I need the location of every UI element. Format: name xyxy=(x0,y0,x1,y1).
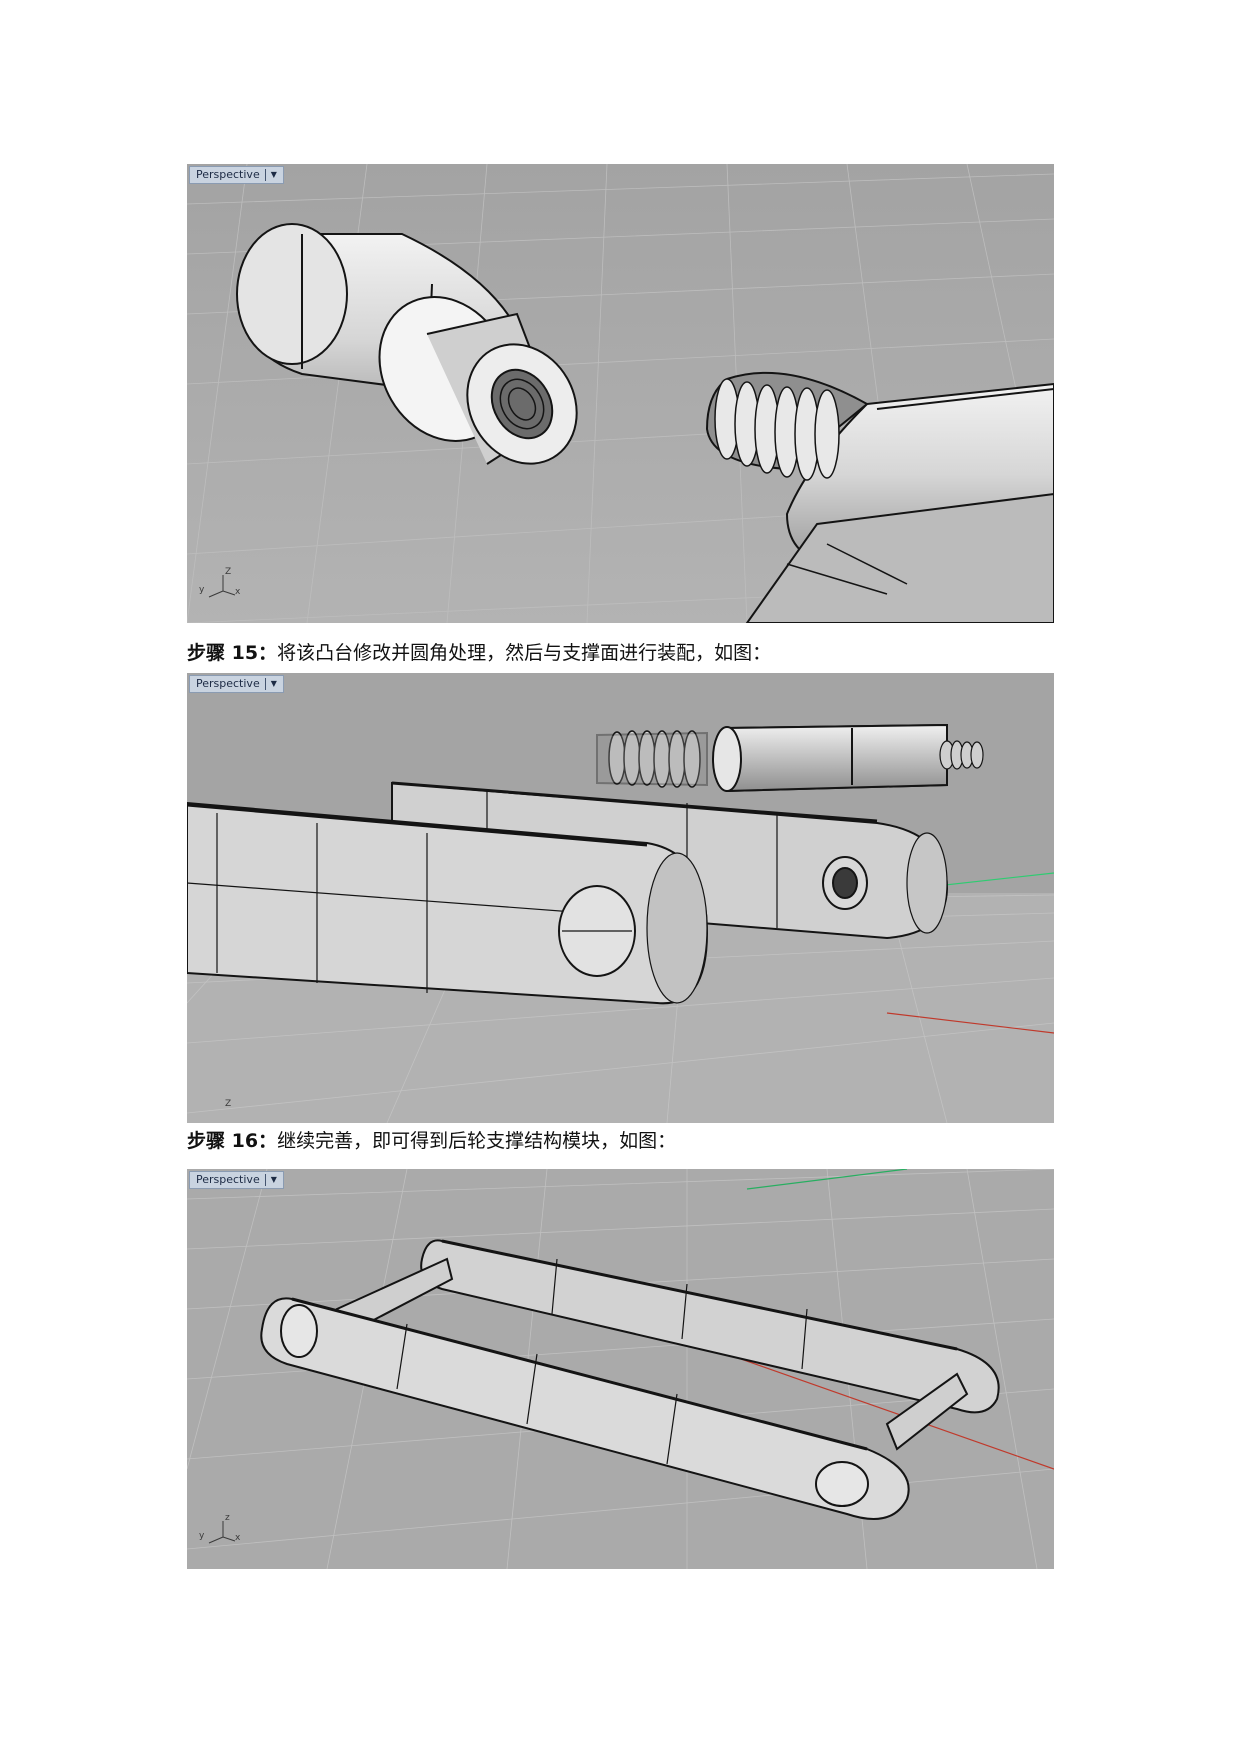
axis-label-z: Z xyxy=(225,1099,232,1109)
chevron-down-icon[interactable]: ▼ xyxy=(270,170,277,179)
perspective-viewport-1[interactable]: Perspective ▼ Z y x xyxy=(187,164,1054,623)
axes-icon: Z y x xyxy=(197,567,241,599)
tab-separator xyxy=(264,1174,266,1186)
viewport-title-dropdown[interactable]: Perspective ▼ xyxy=(189,1171,284,1189)
step-15-text: 将该凸台修改并圆角处理，然后与支撑面进行装配，如图： xyxy=(277,642,772,664)
step-15-caption: 步骤 15：将该凸台修改并圆角处理，然后与支撑面进行装配，如图： xyxy=(187,641,771,665)
axes-icon: Z xyxy=(197,1089,241,1119)
boss-shaft-model xyxy=(596,723,984,793)
y-axis-line xyxy=(746,1169,908,1190)
axis-label-y: y xyxy=(199,585,205,595)
viewport-title-label: Perspective xyxy=(196,1173,260,1186)
perspective-viewport-2[interactable]: Perspective ▼ Z xyxy=(187,673,1054,1123)
step-16-text: 继续完善，即可得到后轮支撑结构模块，如图： xyxy=(277,1130,677,1152)
viewport-title-label: Perspective xyxy=(196,677,260,690)
viewport-title-dropdown[interactable]: Perspective ▼ xyxy=(189,675,284,693)
tab-separator xyxy=(264,678,266,690)
perspective-viewport-3[interactable]: Perspective ▼ z y x xyxy=(187,1169,1054,1569)
chevron-down-icon[interactable]: ▼ xyxy=(270,1175,277,1184)
viewport-3-scene xyxy=(187,1169,1054,1569)
step-16-caption: 步骤 16：继续完善，即可得到后轮支撑结构模块，如图： xyxy=(187,1129,676,1153)
threaded-screw-model xyxy=(705,371,1054,623)
axes-icon-lines xyxy=(208,1521,236,1544)
step-15-lead: 步骤 15： xyxy=(187,642,278,664)
threaded-nut-model xyxy=(236,223,578,465)
chevron-down-icon[interactable]: ▼ xyxy=(270,679,277,688)
axis-label-x: x xyxy=(235,1533,241,1543)
viewport-2-scene xyxy=(187,673,1054,1123)
axis-label-x: x xyxy=(235,587,241,597)
axes-icon-lines xyxy=(208,575,236,598)
viewport-1-scene xyxy=(187,164,1054,623)
axis-label-z: Z xyxy=(225,567,232,577)
support-arm-front xyxy=(187,801,709,1005)
tab-separator xyxy=(264,169,266,181)
axis-label-z: z xyxy=(225,1513,230,1523)
rear-wheel-frame-model xyxy=(260,1239,1000,1520)
x-axis-line xyxy=(886,1012,1054,1034)
viewport-title-label: Perspective xyxy=(196,168,260,181)
step-16-lead: 步骤 16： xyxy=(187,1130,278,1152)
viewport-title-dropdown[interactable]: Perspective ▼ xyxy=(189,166,284,184)
axes-icon: z y x xyxy=(197,1513,241,1545)
axis-label-y: y xyxy=(199,1531,205,1541)
